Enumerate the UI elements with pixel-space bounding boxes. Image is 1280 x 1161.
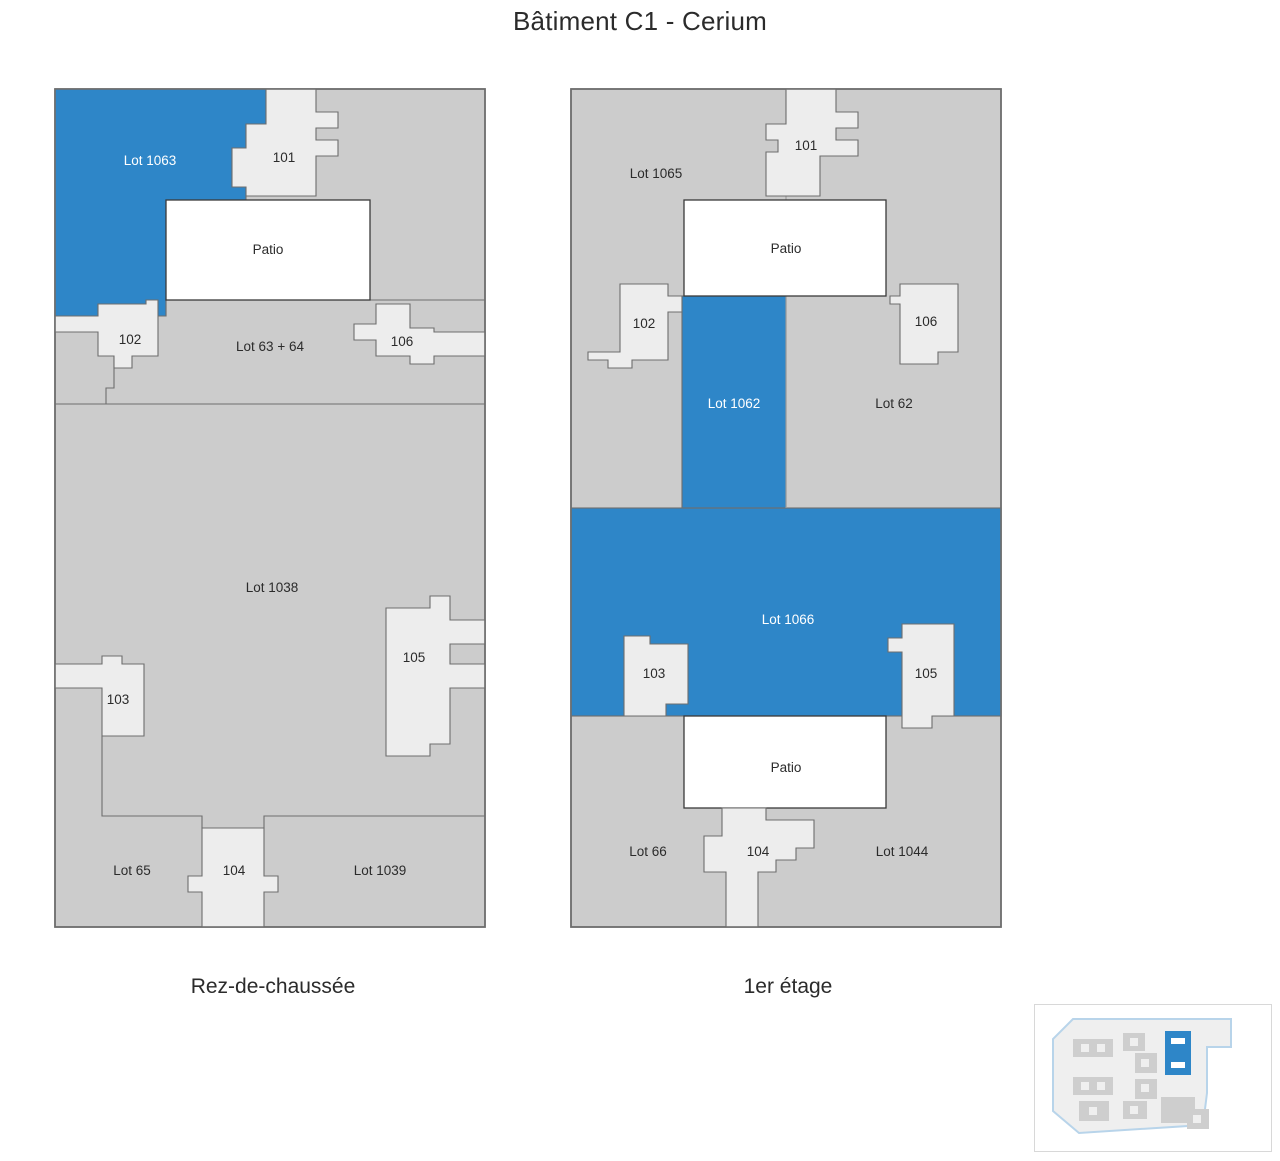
lot-label-66: Lot 66 bbox=[629, 844, 667, 859]
room-label-103: 103 bbox=[643, 666, 666, 681]
room-105[interactable] bbox=[887, 623, 955, 729]
plan-outline-top bbox=[54, 88, 486, 928]
patio-label: Patio bbox=[253, 242, 284, 257]
room-103[interactable] bbox=[623, 635, 689, 717]
floor-plan-first[interactable]: Lot 1066 Lot 1062 Lot 1065 Lot 62 101 Pa… bbox=[570, 88, 1002, 928]
keymap-building-c1[interactable] bbox=[1165, 1031, 1191, 1075]
room-101[interactable] bbox=[765, 88, 859, 197]
room-label-104: 104 bbox=[223, 863, 246, 878]
caption-first-floor: 1er étage bbox=[743, 975, 833, 998]
room-104[interactable] bbox=[703, 807, 815, 928]
room-label-102: 102 bbox=[633, 316, 656, 331]
patio-label-upper: Patio bbox=[771, 241, 802, 256]
plan-outline-top bbox=[570, 88, 1002, 928]
room-102[interactable] bbox=[54, 299, 159, 369]
lot-label-1065: Lot 1065 bbox=[630, 166, 683, 181]
room-105[interactable] bbox=[385, 595, 486, 757]
room-106[interactable] bbox=[889, 283, 959, 365]
patio-area-lower[interactable] bbox=[683, 715, 887, 809]
room-label-104: 104 bbox=[747, 844, 770, 859]
lot-label-62: Lot 62 bbox=[875, 396, 913, 411]
lot-label-65: Lot 65 bbox=[113, 863, 151, 878]
room-102[interactable] bbox=[587, 283, 683, 369]
room-label-103: 103 bbox=[107, 692, 130, 707]
room-label-105: 105 bbox=[403, 650, 426, 665]
lot-area-1062[interactable] bbox=[681, 295, 787, 509]
room-label-101: 101 bbox=[273, 150, 296, 165]
lot-label-1066: Lot 1066 bbox=[762, 612, 815, 627]
page-title: Bâtiment C1 - Cerium bbox=[513, 6, 767, 36]
room-label-106: 106 bbox=[391, 334, 414, 349]
site-buildings bbox=[1073, 1033, 1209, 1129]
floor-plan-ground[interactable]: Lot 1063 Lot 63 + 64 101 Patio 102 106 L… bbox=[54, 88, 486, 928]
room-label-102: 102 bbox=[119, 332, 142, 347]
patio-area[interactable] bbox=[165, 199, 371, 301]
lot-label-1063: Lot 1063 bbox=[124, 153, 177, 168]
room-label-101: 101 bbox=[795, 138, 818, 153]
lot-label-1039: Lot 1039 bbox=[354, 863, 407, 878]
patio-area-upper[interactable] bbox=[683, 199, 887, 297]
lot-label-1038: Lot 1038 bbox=[246, 580, 299, 595]
patio-label-lower: Patio bbox=[771, 760, 802, 775]
lot-label-1044: Lot 1044 bbox=[876, 844, 929, 859]
lot-label-63-64: Lot 63 + 64 bbox=[236, 339, 304, 354]
room-label-105: 105 bbox=[915, 666, 938, 681]
room-label-106: 106 bbox=[915, 314, 938, 329]
site-key-map[interactable] bbox=[1034, 1004, 1272, 1152]
caption-ground-floor: Rez-de-chaussée bbox=[190, 975, 356, 998]
lot-label-1062: Lot 1062 bbox=[708, 396, 761, 411]
room-106[interactable] bbox=[353, 303, 486, 365]
room-101[interactable] bbox=[231, 88, 339, 197]
